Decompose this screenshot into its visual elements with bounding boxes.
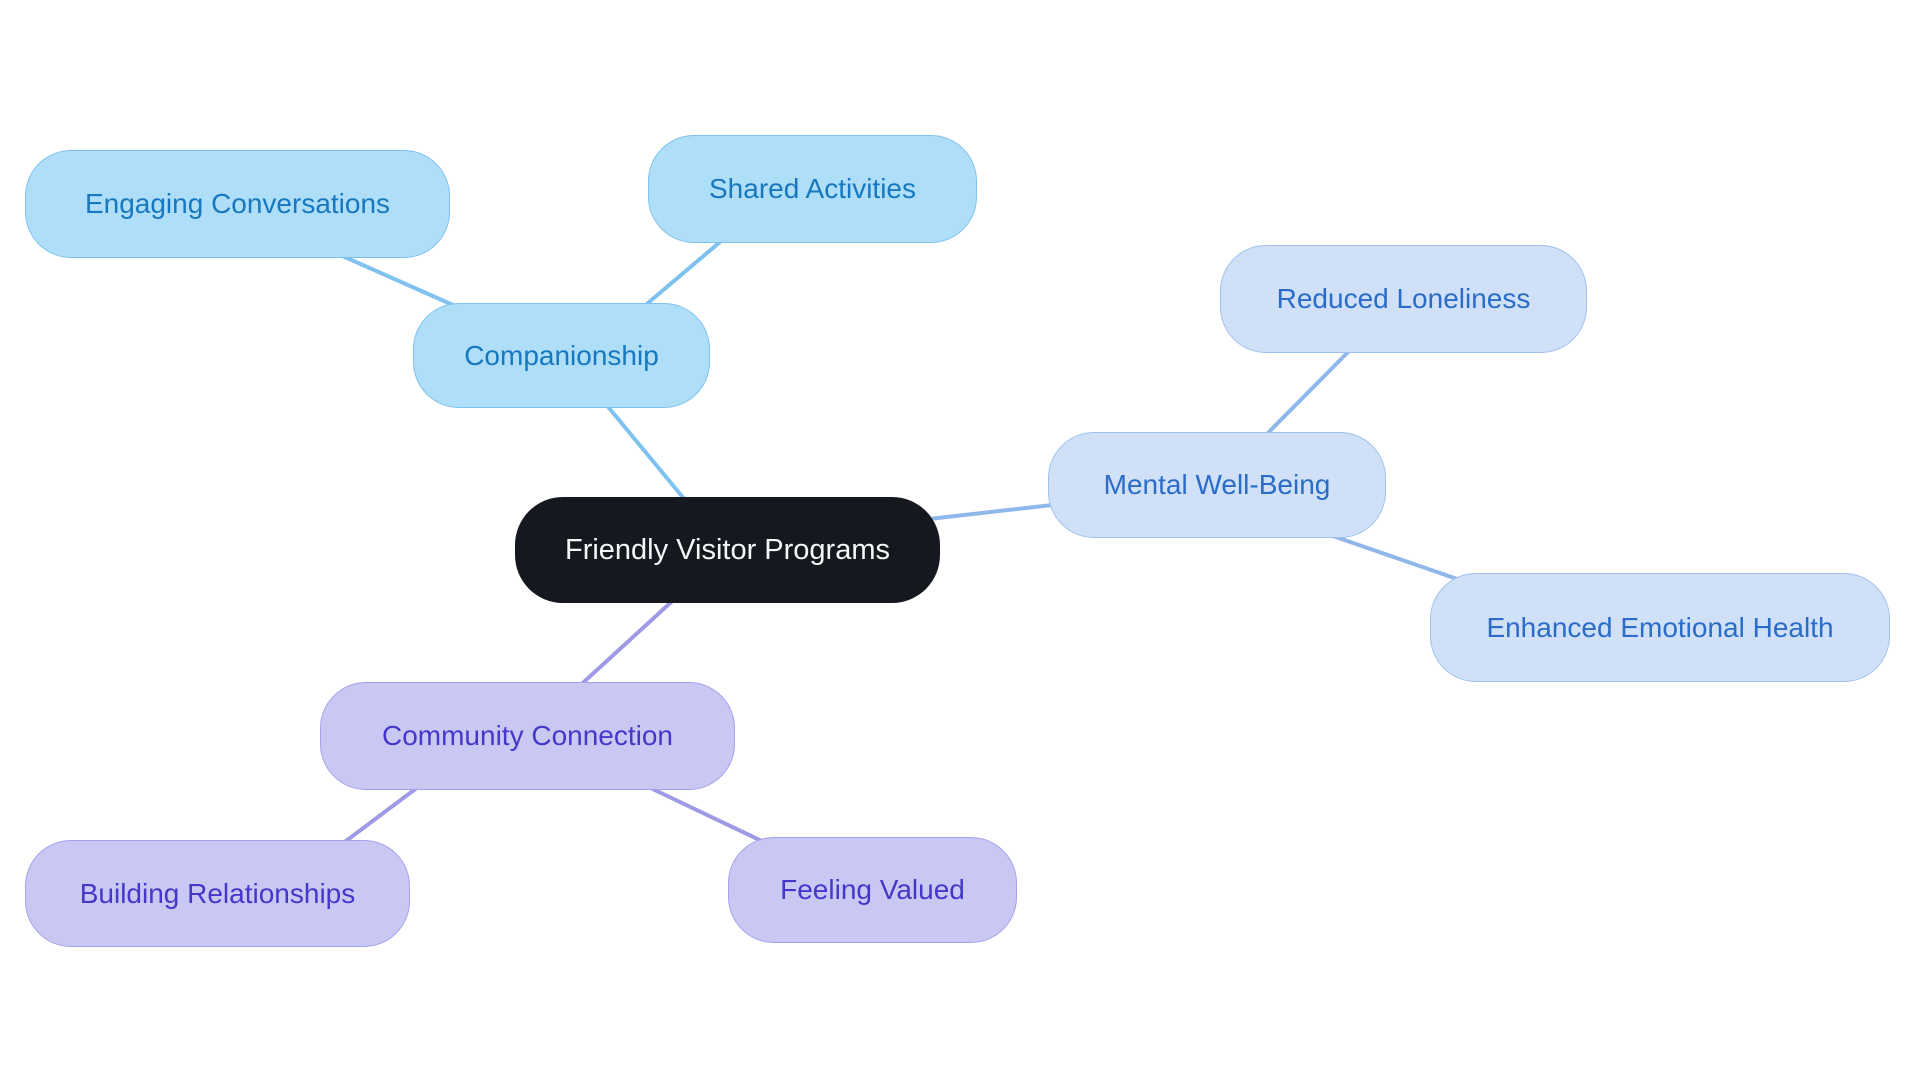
node-mental-well-being-label: Mental Well-Being bbox=[1103, 469, 1331, 500]
node-companionship[interactable]: Companionship bbox=[413, 303, 710, 408]
node-feeling-valued-label: Feeling Valued bbox=[780, 874, 965, 905]
edge-community-connection-feeling-valued bbox=[636, 780, 770, 846]
node-enhanced-emotional-health[interactable]: Enhanced Emotional Health bbox=[1430, 573, 1890, 682]
node-building-relationships-label: Building Relationships bbox=[79, 877, 356, 909]
edge-root-mental-well-being bbox=[918, 501, 1072, 522]
node-community-connection[interactable]: Community Connection bbox=[320, 682, 735, 790]
edge-root-companionship bbox=[598, 395, 697, 514]
edge-mental-well-being-enhanced-emotional-health bbox=[1328, 533, 1462, 582]
node-root[interactable]: Friendly Visitor Programs bbox=[515, 497, 940, 603]
node-mental-well-being[interactable]: Mental Well-Being bbox=[1048, 432, 1386, 538]
node-shared-activities-label: Shared Activities bbox=[709, 173, 916, 204]
edge-root-community-connection bbox=[572, 592, 682, 693]
node-enhanced-emotional-health-label: Enhanced Emotional Health bbox=[1486, 611, 1834, 643]
edge-mental-well-being-reduced-loneliness bbox=[1256, 338, 1362, 445]
node-building-relationships[interactable]: Building Relationships bbox=[25, 840, 410, 947]
node-engaging-conversations[interactable]: Engaging Conversations bbox=[25, 150, 450, 258]
node-feeling-valued[interactable]: Feeling Valued bbox=[728, 837, 1017, 943]
node-reduced-loneliness-label: Reduced Loneliness bbox=[1276, 283, 1531, 314]
node-reduced-loneliness[interactable]: Reduced Loneliness bbox=[1220, 245, 1587, 353]
node-root-label: Friendly Visitor Programs bbox=[564, 533, 890, 566]
node-engaging-conversations-label: Engaging Conversations bbox=[84, 188, 391, 219]
node-community-connection-label: Community Connection bbox=[381, 720, 674, 751]
node-shared-activities[interactable]: Shared Activities bbox=[648, 135, 977, 243]
node-companionship-label: Companionship bbox=[464, 339, 659, 371]
